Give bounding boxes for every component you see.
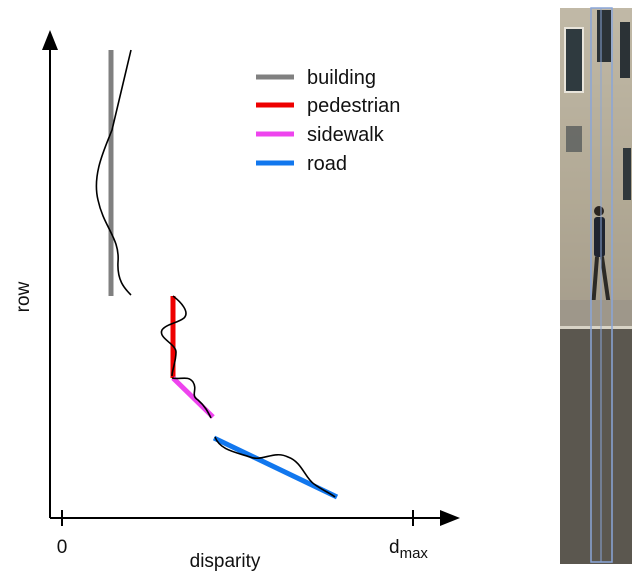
disparity-curves [95, 49, 336, 498]
building-window-frame [564, 27, 584, 93]
pedestrian-disparity-curve [160, 295, 187, 377]
road-segment [212, 435, 339, 500]
legend-label-sidewalk: sidewalk [307, 124, 385, 146]
x-tick-max-sub: max [400, 545, 429, 562]
y-axis-label: row [13, 281, 34, 312]
pedestrian-leg [591, 256, 599, 309]
building-window [620, 22, 630, 78]
legend-label-pedestrian: pedestrian [307, 95, 400, 117]
building-window [566, 126, 582, 152]
road-area [560, 329, 632, 564]
legend-item-building: building [256, 67, 376, 89]
legend-item-road: road [256, 153, 347, 175]
sidewalk-area [560, 300, 632, 328]
building-disparity-curve [95, 49, 132, 296]
segments [108, 50, 339, 500]
x-axis-label: disparity [190, 551, 261, 572]
curb [560, 326, 632, 329]
pedestrian-leg [600, 256, 611, 307]
x-tick-max-label: dmax [389, 537, 428, 562]
legend-item-sidewalk: sidewalk [256, 124, 385, 146]
pedestrian-torso [594, 217, 605, 257]
legend-label-road: road [307, 153, 347, 175]
x-axis-arrowhead [440, 510, 460, 526]
sidewalk-disparity-curve [171, 377, 212, 419]
x-tick-zero-label: 0 [57, 537, 68, 558]
road-disparity-curve [214, 436, 336, 498]
y-axis-arrowhead [42, 30, 58, 50]
axes: 0 dmax disparity row [13, 30, 460, 572]
street-image-strip [560, 7, 632, 564]
pedestrian-head [594, 206, 604, 216]
legend-label-building: building [307, 67, 376, 89]
building-window [597, 10, 611, 62]
x-tick-max-base: d [389, 537, 400, 558]
building-window [565, 28, 583, 92]
building-window [623, 148, 631, 200]
legend-item-pedestrian: pedestrian [256, 95, 400, 117]
legend: building pedestrian sidewalk road [256, 67, 400, 175]
